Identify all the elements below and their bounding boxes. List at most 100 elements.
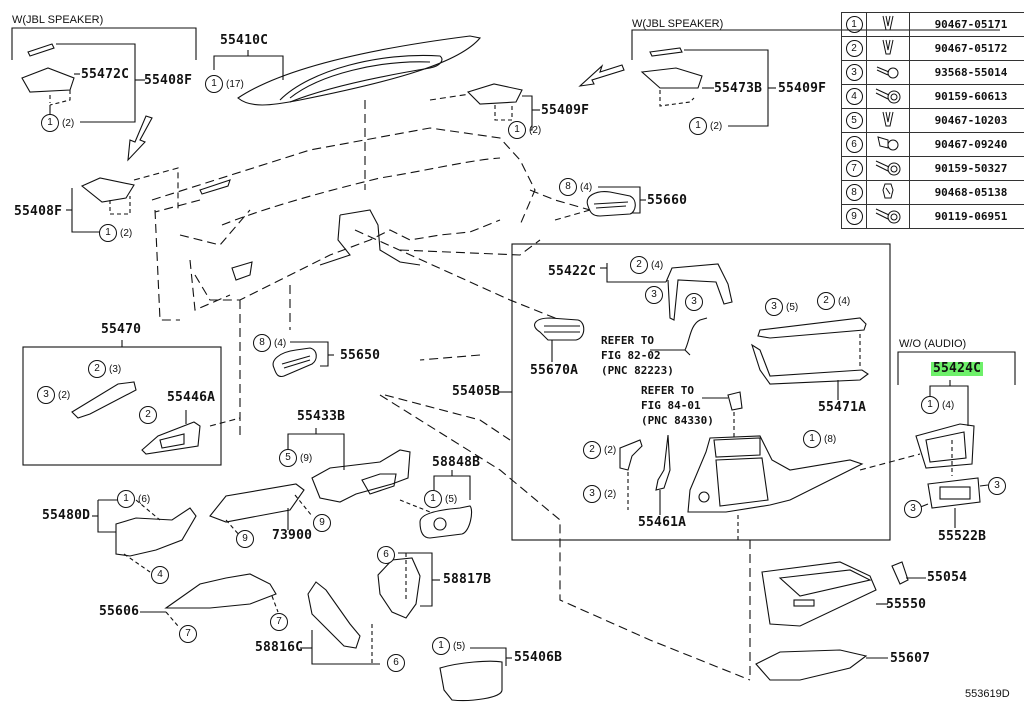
callout-quantity: (2) [58, 390, 71, 401]
callout-number: 1 [803, 430, 821, 448]
part-55446A[interactable]: 55446A [167, 390, 216, 405]
nut-clip-icon [881, 183, 895, 203]
callout-number: 2 [139, 406, 157, 424]
part-55406B[interactable]: 55406B [514, 650, 563, 665]
fastener-legend-table: 1 90467-05171 2 90467-05172 3 93568-55014 4 901… [841, 12, 1024, 229]
part-55471A[interactable]: 55471A [818, 400, 867, 415]
legend-number-cell: 1 [841, 12, 867, 37]
part-55607[interactable]: 55607 [890, 651, 931, 666]
callout-quantity: (4) [838, 296, 851, 307]
callout-number: 4 [151, 566, 169, 584]
cover-55408F [66, 167, 179, 233]
part-55409F[interactable]: 55409F [778, 81, 827, 96]
callout-number: 1 [41, 114, 59, 132]
legend-number: 8 [845, 184, 863, 201]
glove-box-parts [755, 561, 926, 681]
part-55408F[interactable]: 55408F [144, 73, 193, 88]
part-55550[interactable]: 55550 [886, 597, 927, 612]
part-58817B[interactable]: 58817B [443, 572, 492, 587]
legend-number: 4 [845, 88, 863, 105]
part-55480D[interactable]: 55480D [42, 508, 91, 523]
callout-number: 8 [253, 334, 271, 352]
callout-quantity: (2) [604, 445, 617, 456]
legend-number-cell: 2 [841, 36, 867, 61]
legend-icon-cell [866, 12, 910, 37]
callout-quantity: (2) [604, 489, 617, 500]
caption-jbl-speaker-right: W(JBL SPEAKER) [632, 18, 724, 30]
legend-icon-cell [866, 156, 910, 181]
legend-part-number[interactable]: 90467-10203 [909, 108, 1024, 133]
callout-quantity: (3) [109, 364, 122, 375]
legend-part-number[interactable]: 90159-60613 [909, 84, 1024, 109]
reference-fig-84-01[interactable]: REFER TO FIG 84-01 (PNC 84330) [641, 384, 714, 427]
legend-part-number[interactable]: 93568-55014 [909, 60, 1024, 85]
part-55424C-highlighted[interactable]: 55424C [931, 361, 984, 376]
callout-number: 2 [583, 441, 601, 459]
part-55408F[interactable]: 55408F [14, 204, 63, 219]
part-55472C[interactable]: 55472C [81, 67, 130, 82]
bolt-icon [874, 88, 902, 107]
callout-number: 8 [559, 178, 577, 196]
lower-center-parts [209, 428, 512, 702]
arrow-icon [578, 64, 625, 87]
legend-number-cell: 5 [841, 108, 867, 133]
part-55461A[interactable]: 55461A [638, 515, 687, 530]
vent-55660 [554, 186, 646, 221]
callout-number: 3 [583, 485, 601, 503]
instrument-panel-solid [199, 179, 421, 281]
caption-jbl-speaker-left: W(JBL SPEAKER) [12, 14, 104, 26]
reference-fig-82-02[interactable]: REFER TO FIG 82-02 (PNC 82223) [601, 334, 674, 377]
part-55473B[interactable]: 55473B [714, 81, 763, 96]
legend-part-number[interactable]: 90467-05171 [909, 12, 1024, 37]
callout-quantity: (5) [786, 302, 799, 313]
jbl-left-group [11, 27, 197, 162]
part-55054[interactable]: 55054 [927, 570, 968, 585]
legend-number: 5 [845, 112, 863, 129]
callout-number: 1 [432, 637, 450, 655]
center-parts [534, 263, 869, 540]
legend-part-number[interactable]: 90467-05172 [909, 36, 1024, 61]
legend-number-cell: 8 [841, 180, 867, 205]
bolt-icon [874, 208, 902, 227]
part-55409F[interactable]: 55409F [541, 103, 590, 118]
part-58848B[interactable]: 58848B [432, 455, 481, 470]
legend-icon-cell [866, 180, 910, 205]
legend-part-number[interactable]: 90159-50327 [909, 156, 1024, 181]
callout-number: 1 [205, 75, 223, 93]
callout-quantity: (4) [580, 182, 593, 193]
part-55433B[interactable]: 55433B [297, 409, 346, 424]
part-73900[interactable]: 73900 [272, 528, 313, 543]
part-55470[interactable]: 55470 [101, 322, 142, 337]
part-55522B[interactable]: 55522B [938, 529, 987, 544]
callout-number: 3 [988, 477, 1006, 495]
legend-number: 1 [845, 16, 863, 33]
clip-icon [880, 39, 896, 59]
legend-number: 3 [845, 64, 863, 81]
part-55670A[interactable]: 55670A [530, 363, 579, 378]
callout-number: 6 [387, 654, 405, 672]
part-58816C[interactable]: 58816C [255, 640, 304, 655]
legend-row: 9 90119-06951 [841, 204, 1024, 229]
callout-number: 3 [645, 286, 663, 304]
callout-number: 2 [88, 360, 106, 378]
callout-quantity: (2) [62, 118, 75, 129]
screw-icon [875, 66, 901, 82]
part-55422C[interactable]: 55422C [548, 264, 597, 279]
part-55405B[interactable]: 55405B [452, 384, 501, 399]
legend-row: 5 90467-10203 [841, 108, 1024, 133]
legend-icon-cell [866, 132, 910, 157]
part-55660[interactable]: 55660 [647, 193, 688, 208]
part-55650[interactable]: 55650 [340, 348, 381, 363]
legend-number: 9 [845, 208, 863, 225]
legend-part-number[interactable]: 90468-05138 [909, 180, 1024, 205]
callout-number: 5 [279, 449, 297, 467]
legend-part-number[interactable]: 90467-09240 [909, 132, 1024, 157]
callout-number: 2 [630, 256, 648, 274]
part-55410C[interactable]: 55410C [220, 33, 269, 48]
part-55606[interactable]: 55606 [99, 604, 140, 619]
legend-part-number[interactable]: 90119-06951 [909, 204, 1024, 229]
instrument-panel-outline [151, 100, 751, 681]
